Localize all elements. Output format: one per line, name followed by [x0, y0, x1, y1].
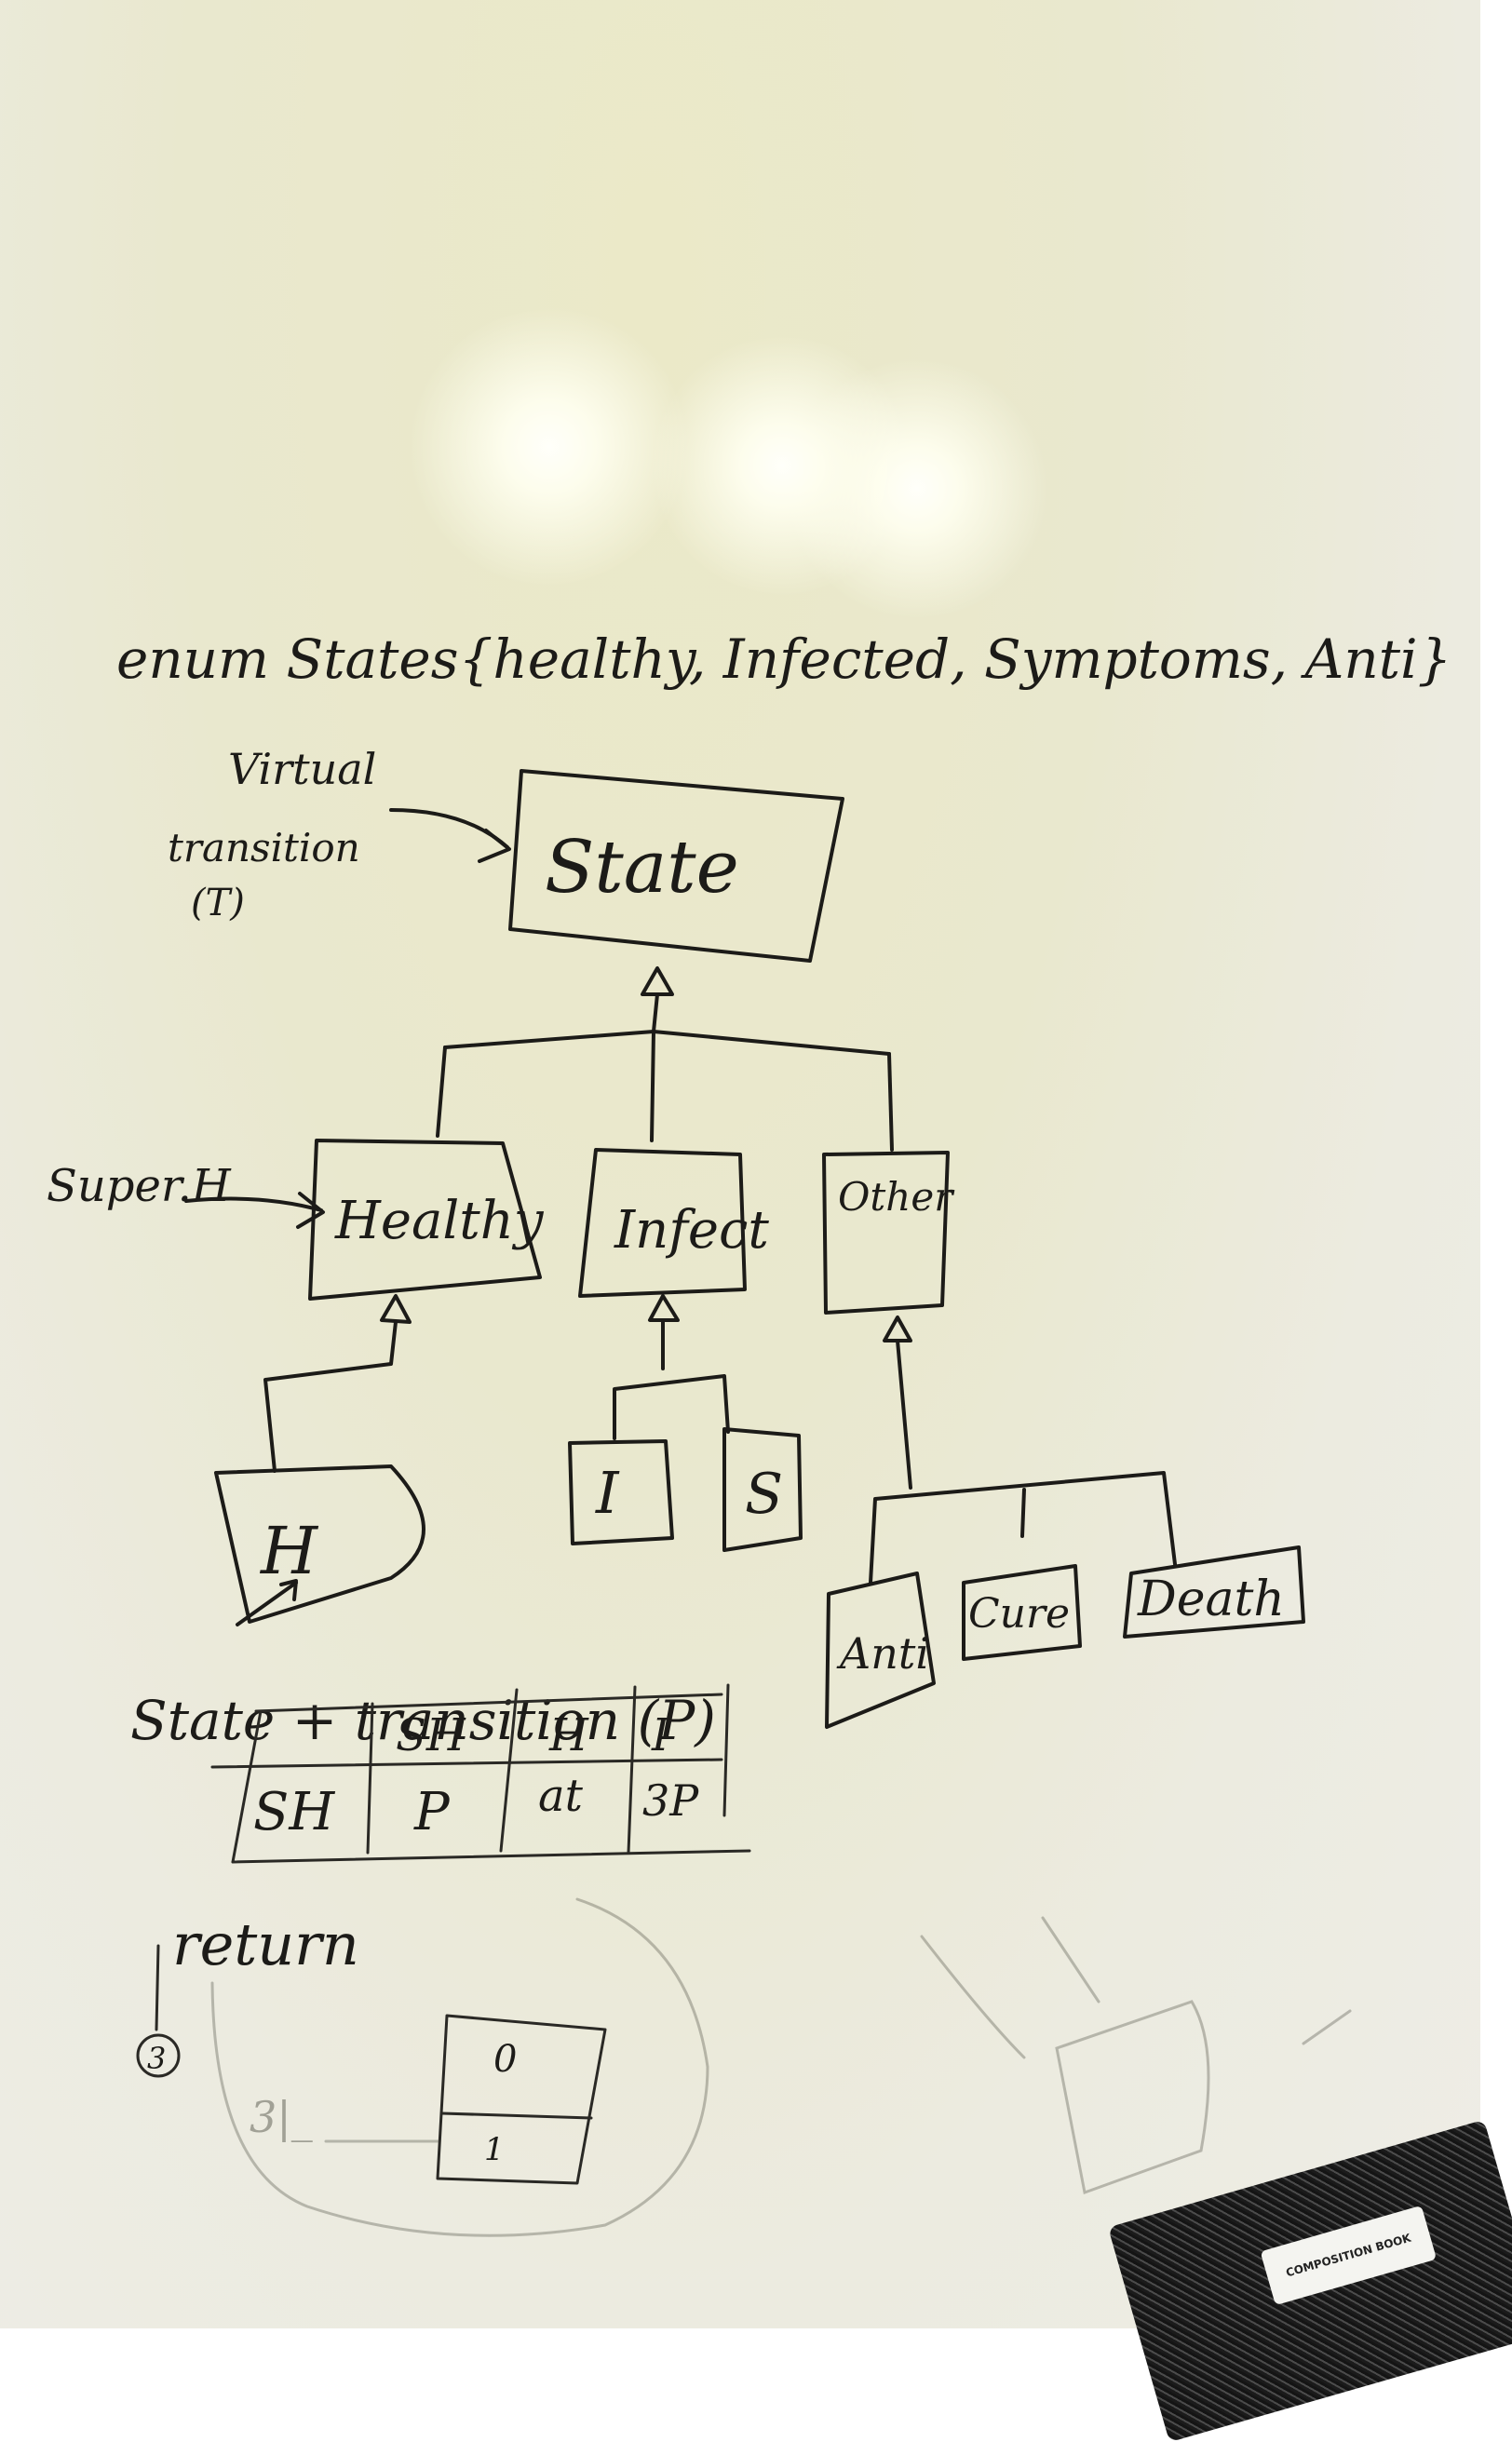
s-box: [722, 1427, 803, 1552]
table-cell-at: at: [538, 1770, 584, 1822]
h-box: [214, 1464, 425, 1624]
death-box: [1123, 1545, 1305, 1639]
state-stem: [652, 992, 659, 1033]
table-col2-line: [499, 1688, 519, 1853]
s-label: S: [745, 1462, 783, 1527]
table-header-sh: SH: [396, 1709, 466, 1761]
table-col3-line: [627, 1685, 637, 1855]
virtual-arrowhead: [478, 829, 511, 863]
death-label: Death: [1137, 1572, 1285, 1627]
other-branch: [869, 1471, 1177, 1585]
notebook-label: COMPOSITION BOOK: [1260, 2205, 1438, 2306]
anti-label: Anti: [836, 1628, 929, 1679]
lower-left-mark: 3|_: [250, 2092, 313, 2142]
super-label: Super.H: [47, 1160, 232, 1212]
table-top-line: [254, 1693, 723, 1713]
lower-grid-box: [436, 2014, 607, 2185]
infect-label: Infect: [614, 1200, 769, 1261]
h-up-arrow: [236, 1581, 298, 1626]
table-bottom-line: [231, 1849, 751, 1864]
branch-to-infect: [650, 1030, 655, 1142]
top-branch: [443, 1030, 891, 1056]
return-label: return: [172, 1910, 359, 1978]
infect-box: [578, 1148, 747, 1298]
h-up-arrowhead: [279, 1579, 298, 1601]
super-arrow: [184, 1196, 323, 1212]
right-faint-stroke-2: [920, 1935, 1026, 2059]
return-bar: [155, 1944, 160, 2031]
healthy-to-h-line: [263, 1320, 398, 1473]
branch-to-healthy: [436, 1046, 447, 1138]
table-row-sh: SH: [253, 1782, 335, 1842]
other-inheritance-triangle: [883, 1315, 912, 1342]
lower-cell-0: 0: [493, 2038, 517, 2081]
other-label: Other: [838, 1174, 955, 1220]
transition-label: transition: [168, 825, 360, 870]
state-label: State: [545, 826, 739, 910]
i-box: [568, 1439, 674, 1545]
lower-cell-1: 1: [484, 2131, 505, 2168]
table-cell-p: P: [413, 1782, 451, 1842]
table-header-line: [210, 1758, 723, 1769]
uml-state-diagram: enum States{healthy, Infected, Symptoms,…: [47, 627, 1451, 2237]
healthy-label: Healthy: [334, 1191, 545, 1251]
infect-branch: [613, 1374, 730, 1440]
state-box: [508, 769, 844, 963]
virtual-arrow: [389, 808, 509, 849]
other-box: [822, 1151, 950, 1315]
transition-t-label: (T): [191, 882, 245, 924]
i-label: I: [595, 1459, 620, 1527]
table-right-line: [722, 1683, 730, 1817]
table-col1-line: [366, 1702, 374, 1855]
other-branch-mid: [1020, 1488, 1026, 1538]
table-header-h: H: [548, 1709, 589, 1761]
virtual-label: Virtual: [228, 744, 376, 794]
board-edge: [1480, 0, 1512, 2328]
state-inheritance-triangle: [641, 966, 674, 996]
infect-inheritance-triangle: [648, 1294, 680, 1322]
other-stem: [896, 1339, 912, 1490]
cure-label: Cure: [968, 1590, 1070, 1638]
circled-number: 3: [147, 2041, 166, 2076]
branch-to-other: [887, 1052, 894, 1152]
erased-ellipse: [210, 1897, 709, 2237]
h-label: H: [259, 1513, 319, 1589]
table-cell-3p: 3P: [642, 1775, 699, 1826]
anti-box: [825, 1572, 936, 1729]
right-faint-stroke: [1041, 1916, 1100, 2004]
table-left-line: [231, 1709, 263, 1864]
right-faint-box: [1055, 2000, 1210, 2195]
healthy-inheritance-triangle: [380, 1294, 412, 1324]
circled-number-ring: [136, 2033, 181, 2078]
right-faint-stroke-3: [1302, 2009, 1352, 2045]
enum-states-text: enum States{healthy, Infected, Symptoms,…: [116, 627, 1451, 691]
super-arrowhead: [296, 1192, 325, 1229]
table-header-i: I: [651, 1709, 670, 1761]
healthy-box: [308, 1139, 542, 1301]
cure-box: [962, 1564, 1082, 1661]
lower-grid-mid: [440, 2111, 593, 2120]
